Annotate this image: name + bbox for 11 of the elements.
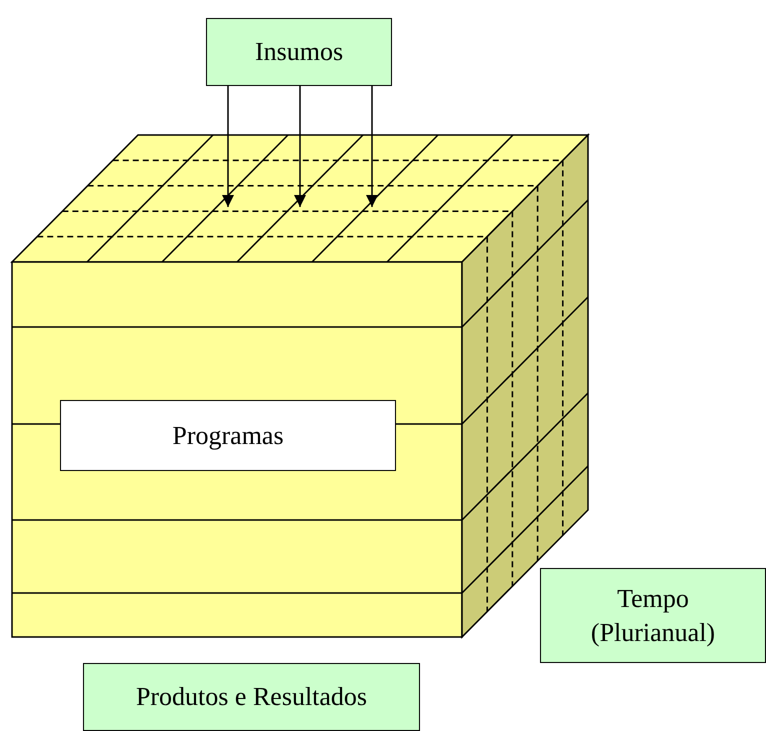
label-box [206, 18, 392, 86]
label-box [540, 568, 766, 663]
arrow [366, 86, 378, 207]
label-box [60, 400, 396, 471]
box-label: Tempo (Plurianual) [590, 582, 716, 648]
arrow [294, 86, 306, 207]
box-label: Produtos e Resultados [136, 681, 368, 714]
box-label: Insumos [254, 36, 344, 68]
arrow [222, 86, 234, 207]
label-box [83, 663, 420, 731]
box-label: Programas [172, 420, 284, 452]
